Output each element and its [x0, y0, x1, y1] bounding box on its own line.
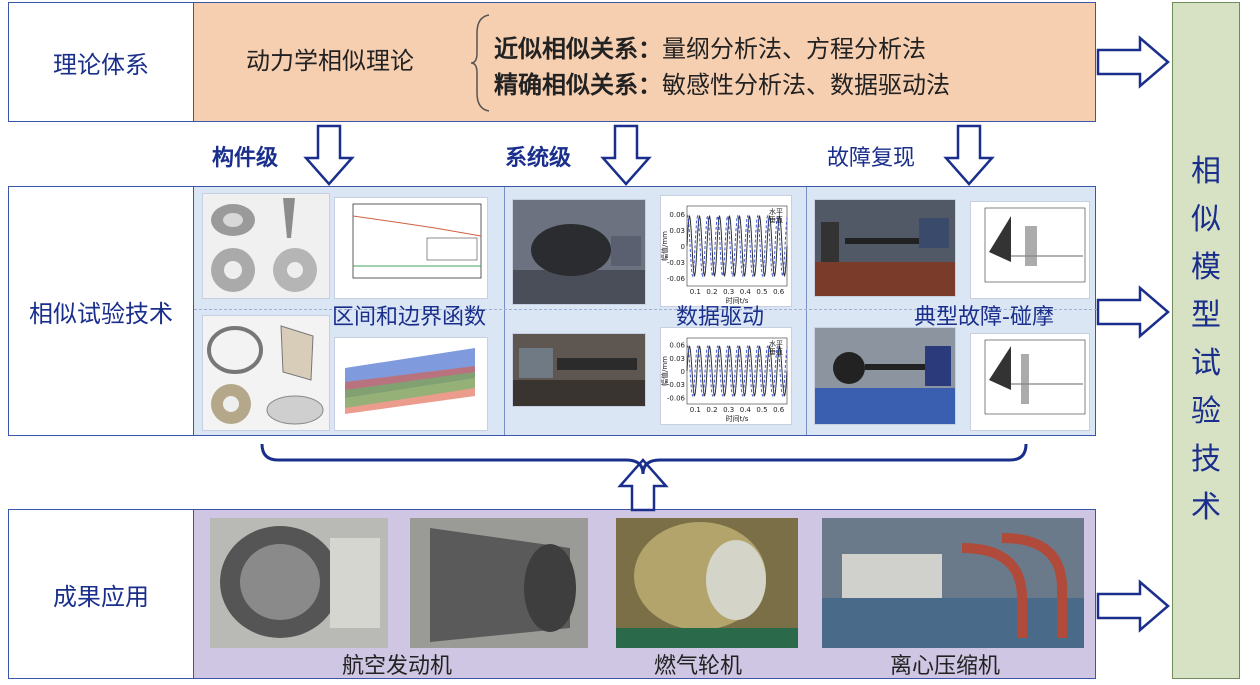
theory-main-text: 动力学相似理论 — [246, 47, 414, 75]
y-tick-label: 0 — [681, 368, 685, 376]
right-arrow-icon — [1096, 285, 1170, 339]
x-tick-label: 0.5 — [756, 406, 767, 414]
y-tick-label: 0 — [681, 243, 685, 251]
app-compressor: 离心压缩机 — [890, 654, 1001, 679]
right-char: 似 — [1191, 202, 1221, 237]
y-tick-label: 0.06 — [669, 211, 685, 219]
x-axis-label: 时间t/s — [726, 296, 749, 305]
compressor-photo — [822, 518, 1084, 648]
tech-row-label: 相似试验技术 — [8, 186, 194, 436]
down-arrow-icon — [943, 124, 995, 186]
apps-panel: 航空发动机 燃气轮机 离心压缩机 — [193, 509, 1096, 679]
system-rig-photo-2 — [512, 333, 646, 407]
legend-vertical: 垂直 — [769, 215, 783, 224]
level-component: 构件级 — [212, 146, 279, 171]
series-vertical-line — [686, 214, 788, 278]
level-fault: 故障复现 — [827, 146, 916, 171]
legend-horizontal: 水平 — [769, 339, 783, 348]
right-char: 模 — [1191, 250, 1221, 285]
approx-relation-head: 近似相似关系： — [494, 35, 662, 63]
x-tick-label: 0.1 — [690, 406, 701, 414]
similarity-model-text: 相 似 模 型 试 验 技 术 — [1173, 148, 1239, 532]
exact-relation-text: 敏感性分析法、数据驱动法 — [662, 71, 950, 99]
separator-h — [194, 309, 1097, 310]
gas-turbine-photo — [616, 518, 798, 648]
y-tick-label: -0.03 — [667, 259, 685, 267]
x-tick-label: 0.2 — [706, 288, 717, 296]
level-system: 系统级 — [505, 146, 572, 171]
right-char: 验 — [1191, 394, 1221, 429]
data-driven-caption: 数据驱动 — [676, 305, 765, 330]
down-arrow-icon — [303, 124, 355, 186]
exact-relation: 精确相似关系：敏感性分析法、数据驱动法 — [494, 65, 950, 100]
interval-chart-image — [334, 337, 488, 431]
up-arrow-icon — [617, 458, 669, 512]
y-tick-label: 0.03 — [669, 227, 685, 235]
separator-2 — [806, 187, 807, 435]
fault-rig-photo — [814, 199, 956, 297]
apps-row-label-text: 成果应用 — [53, 582, 149, 611]
system-rig-photo — [512, 199, 646, 305]
bracket-shape — [260, 443, 1028, 475]
component-parts-image-2 — [202, 315, 330, 431]
theory-row-label-text: 理论体系 — [53, 50, 149, 79]
theory-panel: 动力学相似理论 近似相似关系：量纲分析法、方程分析法 精确相似关系：敏感性分析法… — [193, 2, 1096, 122]
x-tick-label: 0.4 — [740, 406, 752, 414]
exact-relation-head: 精确相似关系： — [494, 71, 662, 99]
right-char: 型 — [1191, 298, 1221, 333]
y-tick-label: 0.03 — [669, 355, 685, 363]
fault-scatter-chart-2 — [970, 333, 1090, 431]
right-char: 技 — [1191, 442, 1221, 477]
similarity-model-column: 相 似 模 型 试 验 技 术 — [1172, 2, 1240, 679]
series-vertical-line — [686, 344, 788, 398]
right-arrow-icon — [1096, 579, 1170, 633]
app-aero-engine: 航空发动机 — [342, 654, 453, 679]
right-char: 试 — [1191, 346, 1221, 381]
fault-scatter-chart-1 — [970, 201, 1090, 299]
series-horizontal-line — [686, 345, 788, 397]
approx-relation: 近似相似关系：量纲分析法、方程分析法 — [494, 29, 926, 64]
aero-engine-photo-1 — [210, 518, 388, 648]
y-axis-label: 幅值/mm — [661, 231, 669, 261]
x-tick-label: 0.4 — [740, 288, 752, 296]
fault-rig-photo-2 — [814, 327, 956, 425]
y-axis-label: 幅值/mm — [661, 356, 669, 386]
x-tick-label: 0.1 — [690, 288, 701, 296]
interval-caption: 区间和边界函数 — [332, 305, 487, 330]
component-parts-image — [202, 193, 330, 299]
waveform-chart-2: 0.06 0.03 0 -0.03 -0.06 0.1 0.2 0.3 0.4 0.5 0.6 时间t… — [660, 327, 792, 425]
x-tick-label: 0.3 — [723, 406, 734, 414]
waveform-chart-1: 0.06 0.03 0 -0.03 -0.06 0.1 0.2 0.3 0.4 0.5 0.6 时间t… — [660, 195, 792, 307]
y-tick-label: -0.06 — [667, 275, 686, 283]
tech-row-label-text: 相似试验技术 — [29, 299, 173, 328]
x-axis-label: 时间t/s — [726, 414, 749, 423]
y-tick-label: -0.06 — [667, 394, 686, 402]
legend-vertical: 垂直 — [769, 347, 783, 356]
right-char: 相 — [1191, 154, 1221, 189]
brace-shape — [470, 14, 490, 112]
x-tick-label: 0.6 — [773, 406, 785, 414]
x-tick-label: 0.2 — [706, 406, 717, 414]
boundary-chart-image — [334, 197, 488, 299]
legend-horizontal: 水平 — [769, 207, 783, 216]
separator-1 — [504, 187, 505, 435]
y-tick-label: -0.03 — [667, 381, 685, 389]
y-tick-label: 0.06 — [669, 342, 685, 350]
aero-engine-photo-2 — [410, 518, 588, 648]
x-tick-label: 0.5 — [756, 288, 767, 296]
right-arrow-icon — [1096, 35, 1170, 89]
down-arrow-icon — [600, 124, 652, 186]
right-char: 术 — [1191, 490, 1221, 525]
app-gas-turbine: 燃气轮机 — [654, 654, 743, 679]
x-tick-label: 0.6 — [773, 288, 785, 296]
x-tick-label: 0.3 — [723, 288, 734, 296]
apps-row-label: 成果应用 — [8, 509, 194, 679]
fault-caption: 典型故障-碰摩 — [914, 305, 1054, 330]
theory-row-label: 理论体系 — [8, 2, 194, 122]
approx-relation-text: 量纲分析法、方程分析法 — [662, 35, 926, 63]
